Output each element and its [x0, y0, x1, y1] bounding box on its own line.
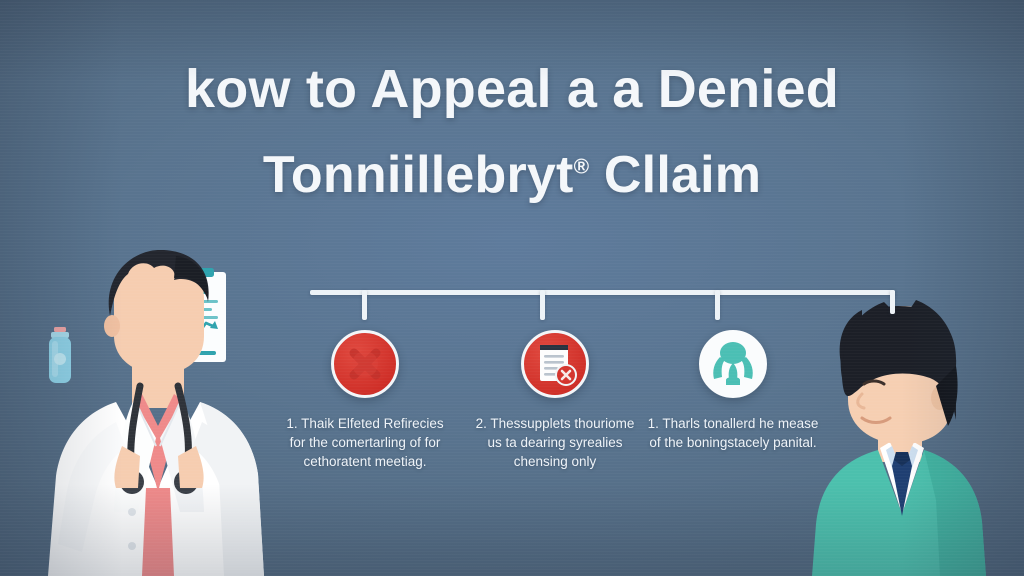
step-list: 1. Thaik Elfeted Refirecies for the come…	[270, 330, 840, 540]
page-title: kow to Appeal a a Denied Tonniillebryt® …	[0, 58, 1024, 206]
timeline-tick-1	[362, 290, 367, 320]
step-text-3: 1. Tharls tonallerd he mease of the boni…	[647, 416, 819, 450]
medicine-vial-icon	[40, 326, 80, 386]
doctor-illustration	[28, 250, 290, 576]
timeline-tick-4	[890, 290, 895, 314]
denied-document-icon	[521, 330, 589, 398]
step-text-1: 1. Thaik Elfeted Refirecies for the come…	[286, 416, 444, 469]
title-line-2: Tonniillebryt® Cllaim	[0, 144, 1024, 206]
title-line-2-main: Tonniillebryt	[262, 146, 574, 204]
step-item-1: 1. Thaik Elfeted Refirecies for the come…	[270, 330, 460, 471]
timeline	[310, 290, 895, 324]
timeline-tick-3	[715, 290, 720, 320]
patient-illustration	[790, 300, 1024, 576]
title-line-2-tail: Cllaim	[589, 146, 762, 204]
title-line-1: kow to Appeal a a Denied	[185, 59, 839, 119]
people-meeting-icon	[699, 330, 767, 398]
step-text-2: 2. Thessupplets thouriome us ta dearing …	[475, 416, 635, 469]
timeline-tick-2	[540, 290, 545, 320]
timeline-rail	[310, 290, 895, 295]
red-x-circle-icon	[331, 330, 399, 398]
step-item-3: 1. Tharls tonallerd he mease of the boni…	[638, 330, 828, 452]
registered-mark-icon: ®	[573, 155, 590, 179]
step-item-2: 2. Thessupplets thouriome us ta dearing …	[460, 330, 650, 471]
